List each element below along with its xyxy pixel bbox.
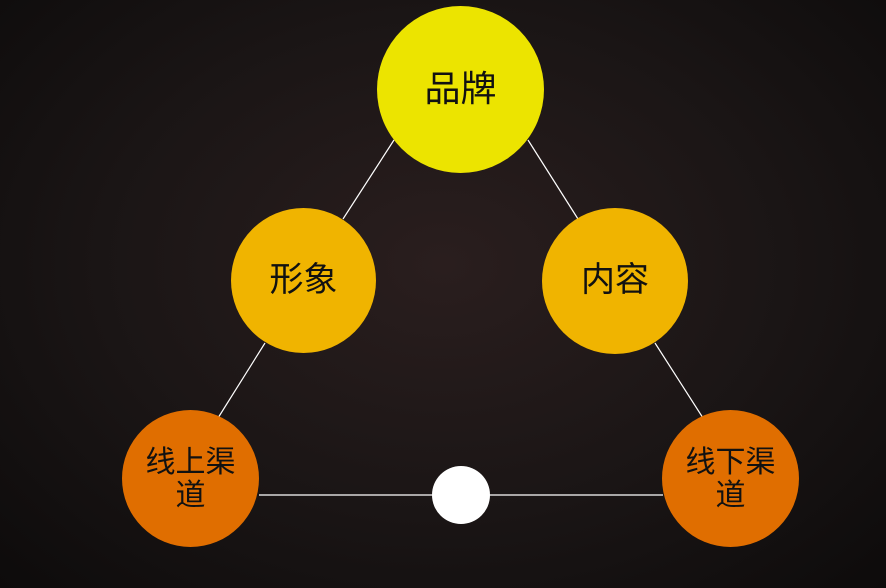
connector-image-online — [217, 342, 266, 419]
node-content-label: 内容 — [581, 260, 649, 301]
node-brand-label: 品牌 — [424, 68, 497, 110]
node-online-channel: 线上渠道 — [122, 410, 259, 547]
node-center-dot — [432, 466, 490, 524]
connector-brand-image — [342, 139, 395, 220]
node-offline-channel-label: 线下渠道 — [685, 444, 776, 513]
node-image-label: 形象 — [269, 259, 338, 300]
node-online-channel-label: 线上渠道 — [145, 444, 236, 513]
connector-brand-content — [527, 139, 579, 220]
node-image: 形象 — [231, 208, 376, 353]
node-content: 内容 — [542, 208, 688, 354]
node-brand: 品牌 — [377, 6, 544, 173]
connector-content-offline — [654, 342, 704, 419]
node-offline-channel: 线下渠道 — [662, 410, 799, 547]
